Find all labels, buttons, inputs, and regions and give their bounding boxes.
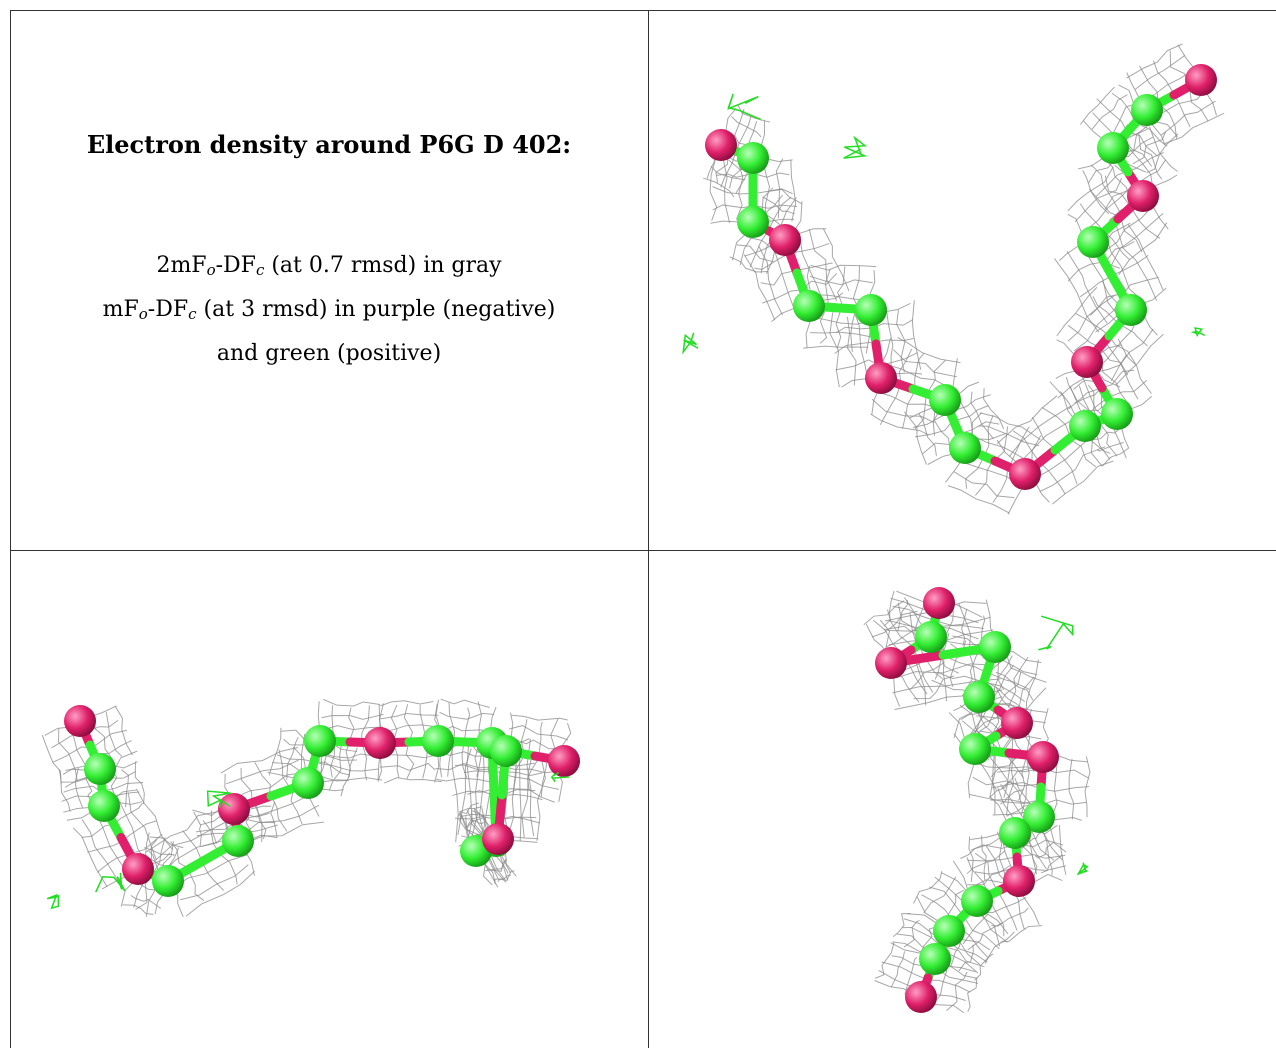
diff-density-blob	[95, 872, 126, 893]
legend-line-positive: and green (positive)	[216, 341, 442, 366]
diff-density-blob	[1190, 327, 1206, 337]
oxygen-atom	[64, 705, 96, 737]
oxygen-atom	[865, 362, 897, 394]
diff-density-blob	[843, 135, 868, 159]
oxygen-atom	[1127, 180, 1159, 212]
carbon-atom	[919, 943, 951, 975]
border-left	[10, 10, 11, 1048]
legend-line-gray: 2mFo-DFc (at 0.7 rmsd) in gray	[156, 253, 502, 279]
molecule-mesh-icon	[682, 43, 1225, 515]
oxygen-atom	[364, 727, 396, 759]
diff-density-blob	[46, 893, 60, 910]
oxygen-atom	[548, 745, 580, 777]
diff-density-blob	[1038, 615, 1074, 651]
legend-line-difference: mFo-DFc (at 3 rmsd) in purple (negative)	[102, 297, 556, 323]
carbon-atom	[1097, 132, 1129, 164]
atoms	[875, 587, 1059, 1013]
carbon-atom	[152, 865, 184, 897]
oxygen-atom	[905, 981, 937, 1013]
carbon-atom	[1077, 226, 1109, 258]
diff-density-blob	[727, 93, 762, 121]
carbon-atom	[304, 725, 336, 757]
diff-density-blob	[1076, 862, 1089, 876]
carbon-atom	[1069, 410, 1101, 442]
positive-difference-density	[682, 93, 1206, 355]
carbon-atom	[915, 621, 947, 653]
carbon-atom	[979, 631, 1011, 663]
oxygen-atom	[1001, 707, 1033, 739]
figure-grid: Electron density around P6G D 402: 2mFo-…	[10, 10, 1276, 1048]
carbon-atom	[961, 885, 993, 917]
oxygen-atom	[705, 129, 737, 161]
oxygen-atom	[1185, 64, 1217, 96]
atoms	[705, 64, 1217, 490]
carbon-atom	[929, 384, 961, 416]
carbon-atom	[490, 735, 522, 767]
carbon-atom	[292, 767, 324, 799]
oxygen-atom	[1027, 741, 1059, 773]
carbon-atom	[933, 915, 965, 947]
carbon-atom	[1023, 801, 1055, 833]
molecule-mesh-icon	[863, 587, 1091, 1014]
oxygen-atom	[122, 853, 154, 885]
carbon-atom	[1131, 94, 1163, 126]
carbon-atom	[737, 206, 769, 238]
carbon-atom	[959, 733, 991, 765]
oxygen-atom	[218, 793, 250, 825]
border-top	[10, 10, 1276, 11]
carbon-atom	[793, 290, 825, 322]
carbon-atom	[949, 432, 981, 464]
oxygen-atom	[1071, 346, 1103, 378]
carbon-atom	[737, 142, 769, 174]
oxygen-atom	[482, 823, 514, 855]
positive-difference-density	[46, 771, 570, 910]
carbon-atom	[422, 725, 454, 757]
oxygen-atom	[923, 587, 955, 619]
oxygen-atom	[1009, 458, 1041, 490]
density-view-front	[649, 10, 1276, 550]
oxygen-atom	[875, 647, 907, 679]
caption-panel: Electron density around P6G D 402: 2mFo-…	[10, 10, 648, 550]
carbon-atom	[222, 825, 254, 857]
carbon-atom	[963, 681, 995, 713]
oxygen-atom	[1003, 865, 1035, 897]
positive-difference-density	[1038, 615, 1089, 876]
diff-density-blob	[550, 771, 570, 783]
figure-title: Electron density around P6G D 402:	[86, 130, 572, 159]
density-view-side	[10, 551, 648, 1048]
oxygen-atom	[769, 224, 801, 256]
carbon-atom	[1115, 294, 1147, 326]
density-view-top	[649, 551, 1276, 1048]
atoms	[64, 705, 580, 897]
border-center-vertical	[648, 10, 649, 1048]
carbon-atom	[855, 294, 887, 326]
carbon-atom	[88, 790, 120, 822]
molecule-mesh-icon	[41, 698, 580, 918]
diff-density-blob	[206, 790, 231, 808]
carbon-atom	[84, 753, 116, 785]
diff-density-blob	[682, 332, 699, 355]
figure-legend: 2mFo-DFc (at 0.7 rmsd) in gray mFo-DFc (…	[10, 246, 648, 373]
carbon-atom	[999, 817, 1031, 849]
carbon-atom	[1101, 398, 1133, 430]
border-center-horizontal	[10, 550, 1276, 551]
